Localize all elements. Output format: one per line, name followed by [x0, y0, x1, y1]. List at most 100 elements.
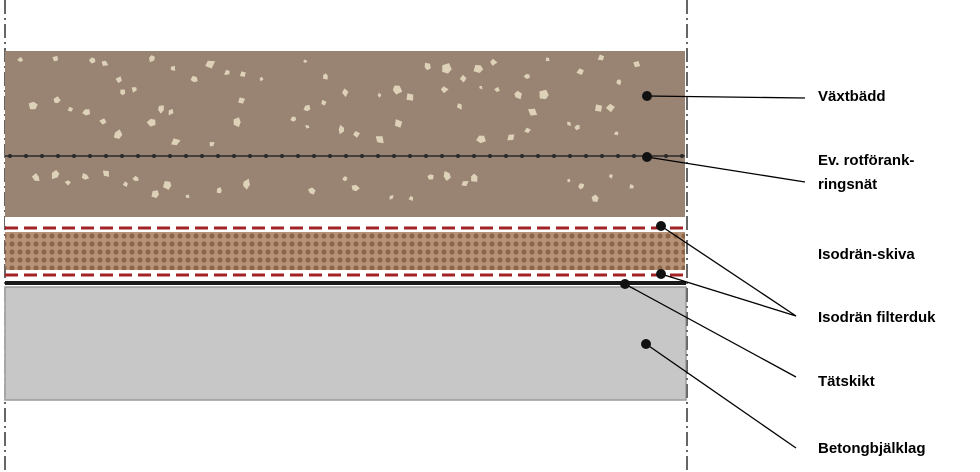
net-knot	[24, 154, 28, 158]
net-knot	[392, 154, 396, 158]
net-knot	[456, 154, 460, 158]
gravel-particle	[158, 105, 164, 114]
gravel-particle	[574, 124, 580, 131]
gravel-particle	[52, 55, 58, 62]
net-knot	[440, 154, 444, 158]
net-knot	[296, 154, 300, 158]
gravel-particle	[102, 170, 109, 177]
label-tatskikt: Tätskikt	[818, 373, 875, 390]
gravel-particle	[115, 76, 122, 84]
gravel-particle	[82, 109, 90, 116]
gravel-particle	[303, 104, 311, 112]
label-rotforankring-line2: ringsnät	[818, 176, 878, 193]
gravel-particle	[163, 181, 172, 190]
label-isodran-skiva: Isodrän-skiva	[818, 246, 915, 263]
gravel-particle	[443, 171, 451, 181]
net-knot	[232, 154, 236, 158]
betongbjalklag-layer	[4, 286, 687, 401]
gravel-particle	[146, 118, 156, 127]
net-knot	[216, 154, 220, 158]
gravel-particle	[375, 136, 384, 144]
gravel-particle	[442, 63, 452, 74]
gravel-particle	[524, 127, 531, 134]
gravel-particle	[608, 174, 613, 179]
gravel-particle	[507, 134, 515, 141]
gravel-particle	[216, 187, 222, 194]
gravel-particles	[17, 54, 641, 202]
gravel-particle	[629, 184, 634, 189]
net-knot	[360, 154, 364, 158]
gravel-particle	[209, 142, 215, 147]
net-knot	[264, 154, 268, 158]
gravel-particle	[545, 57, 550, 62]
gravel-particle	[305, 125, 310, 129]
net-knot	[40, 154, 44, 158]
gravel-particle	[233, 117, 241, 128]
gravel-particle	[479, 85, 483, 90]
gravel-particle	[613, 131, 619, 136]
net-knot	[552, 154, 556, 158]
gravel-particle	[303, 59, 308, 63]
net-knot	[536, 154, 540, 158]
net-knot	[680, 154, 684, 158]
gravel-particle	[576, 68, 584, 75]
net-knot	[488, 154, 492, 158]
gravel-particle	[456, 103, 462, 110]
net-knot	[72, 154, 76, 158]
gravel-particle	[99, 118, 107, 125]
net-knot	[280, 154, 284, 158]
gravel-particle	[473, 64, 484, 73]
gravel-particle	[51, 169, 60, 180]
gravel-particle	[224, 69, 230, 75]
vaxtbadd-layer	[5, 51, 685, 217]
gravel-particle	[528, 108, 538, 116]
net-knot	[424, 154, 428, 158]
gravel-particle	[567, 121, 571, 127]
tatskikt-layer	[5, 281, 686, 285]
gravel-particle	[353, 131, 360, 138]
gravel-particle	[408, 195, 414, 201]
gravel-particle	[351, 184, 360, 192]
gravel-particle	[28, 101, 38, 110]
gravel-particle	[605, 103, 615, 113]
net-knot	[632, 154, 636, 158]
gravel-particle	[113, 129, 123, 139]
gravel-particle	[567, 178, 571, 183]
gravel-particle	[149, 55, 155, 63]
gravel-particle	[476, 135, 486, 144]
net-knot	[504, 154, 508, 158]
gravel-particle	[67, 106, 74, 112]
gravel-particle	[633, 61, 641, 68]
label-rotforankring-line1: Ev. rotförank-	[818, 152, 915, 169]
gravel-particle	[17, 56, 24, 63]
gravel-particle	[120, 89, 126, 96]
gravel-particle	[239, 71, 246, 77]
gravel-particle	[338, 124, 344, 135]
gap-top	[5, 217, 685, 226]
gravel-particle	[171, 138, 181, 146]
gravel-particle	[151, 190, 159, 199]
net-knot	[376, 154, 380, 158]
gravel-particle	[459, 74, 467, 83]
gravel-particle	[308, 187, 316, 195]
net-knot	[8, 154, 12, 158]
gravel-particle	[131, 87, 137, 93]
net-knot	[120, 154, 124, 158]
gravel-particle	[523, 73, 530, 79]
gravel-particle	[461, 181, 469, 187]
net-knot	[184, 154, 188, 158]
gravel-particle	[243, 178, 250, 190]
net-knot	[344, 154, 348, 158]
gravel-particle	[377, 92, 382, 98]
gravel-particle	[494, 86, 500, 92]
net-knot	[664, 154, 668, 158]
net-knot	[312, 154, 316, 158]
gravel-particle	[53, 96, 61, 104]
isodran-skiva-layer	[5, 232, 685, 270]
gravel-particle	[394, 119, 403, 128]
gravel-particle	[132, 175, 139, 182]
gravel-particle	[490, 58, 498, 66]
gravel-particle	[471, 173, 478, 182]
net-knot	[56, 154, 60, 158]
net-knot	[328, 154, 332, 158]
